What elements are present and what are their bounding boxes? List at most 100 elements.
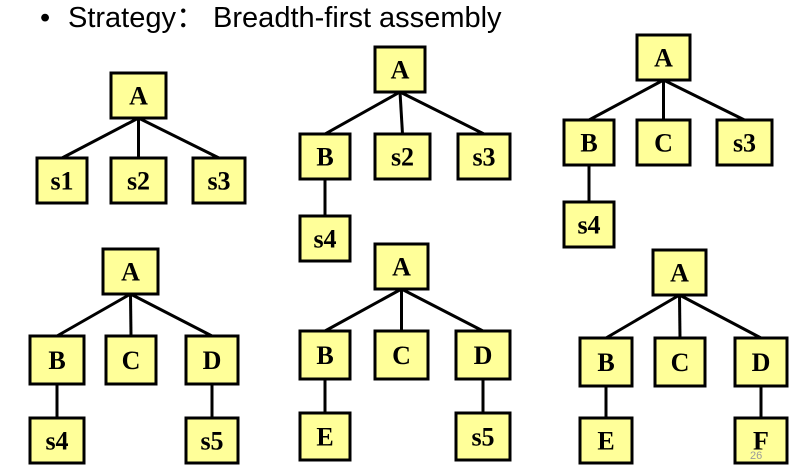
node-label: A <box>391 56 410 85</box>
edge-A-B <box>324 90 401 136</box>
node-box <box>298 411 352 462</box>
node-s5: s5 <box>184 416 240 465</box>
node-s4: s4 <box>298 214 352 263</box>
node-s4: s4 <box>562 200 616 249</box>
node-F: F <box>733 416 789 465</box>
node-box <box>454 329 512 381</box>
node-label: F <box>753 427 769 456</box>
node-box <box>184 334 240 386</box>
node-box <box>101 247 160 296</box>
node-box <box>733 416 789 465</box>
node-label: C <box>654 129 673 158</box>
edge-A-D <box>400 287 484 333</box>
node-box <box>28 416 86 465</box>
node-A: A <box>651 248 708 297</box>
node-box <box>298 329 352 381</box>
node-label: C <box>671 348 690 377</box>
node-A: A <box>635 33 692 82</box>
node-A: A <box>109 71 168 120</box>
node-box <box>454 411 512 462</box>
node-label: s5 <box>200 427 223 456</box>
page-number: 26 <box>750 450 763 462</box>
node-B: B <box>578 336 634 388</box>
node-label: s2 <box>127 167 150 196</box>
node-box <box>184 416 240 465</box>
edge-A-s1 <box>61 116 140 160</box>
node-label: s4 <box>313 225 336 254</box>
node-B: B <box>298 329 352 381</box>
edge-A-C <box>129 293 133 337</box>
node-label: A <box>121 258 140 287</box>
node-label: B <box>48 346 65 375</box>
node-label: B <box>316 341 333 370</box>
edge-A-D <box>678 293 762 340</box>
tree-1: As1 s2 s3 <box>35 71 247 205</box>
node-box <box>35 156 89 205</box>
node-box <box>653 336 707 388</box>
node-s3: s3 <box>715 118 774 167</box>
node-E: E <box>298 411 352 462</box>
node-D: D <box>733 336 789 388</box>
node-label: A <box>129 82 148 111</box>
node-B: B <box>28 334 86 386</box>
node-label: B <box>580 129 597 158</box>
node-label: D <box>752 348 771 377</box>
node-s2: s2 <box>109 156 168 205</box>
node-C: C <box>104 334 158 386</box>
node-B: B <box>562 118 616 167</box>
edge-A-B <box>605 293 681 340</box>
node-box <box>635 33 692 82</box>
node-D: D <box>454 329 512 381</box>
node-A: A <box>373 45 427 94</box>
edge-A-s3 <box>399 90 485 136</box>
node-label: B <box>597 348 614 377</box>
node-label: D <box>203 346 222 375</box>
node-label: E <box>597 427 614 456</box>
node-s1: s1 <box>35 156 89 205</box>
node-box <box>109 71 168 120</box>
node-label: s4 <box>45 427 68 456</box>
edge-A-D <box>129 292 213 338</box>
edge-A-B <box>324 287 403 333</box>
edge-A-s2 <box>398 91 404 135</box>
node-box <box>373 45 427 94</box>
edge-A-C <box>678 294 682 339</box>
edge-A-s3 <box>662 78 746 122</box>
node-C: C <box>653 336 707 388</box>
slide-heading: •Strategy： Breadth-first assembly <box>40 0 502 36</box>
node-box <box>715 118 774 167</box>
node-box <box>298 214 352 263</box>
node-label: C <box>392 341 411 370</box>
node-label: s3 <box>472 143 495 172</box>
node-box <box>562 118 616 167</box>
node-box <box>104 334 158 386</box>
node-label: C <box>122 346 141 375</box>
node-label: D <box>474 341 493 370</box>
node-C: C <box>635 118 692 167</box>
node-s3: s3 <box>191 156 247 205</box>
node-s3: s3 <box>456 132 512 181</box>
node-C: C <box>373 329 430 381</box>
edge-A-B <box>588 78 665 122</box>
node-box <box>298 132 352 181</box>
node-box <box>191 156 247 205</box>
node-box <box>733 336 789 388</box>
tree-6: A B C D E F <box>578 248 789 465</box>
node-box <box>578 336 634 388</box>
node-box <box>373 132 432 181</box>
node-label: A <box>654 44 673 73</box>
heading-text: Strategy： Breadth-first assembly <box>68 2 502 34</box>
node-s4: s4 <box>28 416 86 465</box>
tree-4: A B C Ds4 s5 <box>28 247 240 465</box>
node-box <box>562 200 616 249</box>
node-A: A <box>373 242 430 291</box>
node-box <box>28 334 86 386</box>
node-label: E <box>316 423 333 452</box>
node-box <box>651 248 708 297</box>
node-label: A <box>670 259 689 288</box>
node-D: D <box>184 334 240 386</box>
node-label: s2 <box>391 143 414 172</box>
